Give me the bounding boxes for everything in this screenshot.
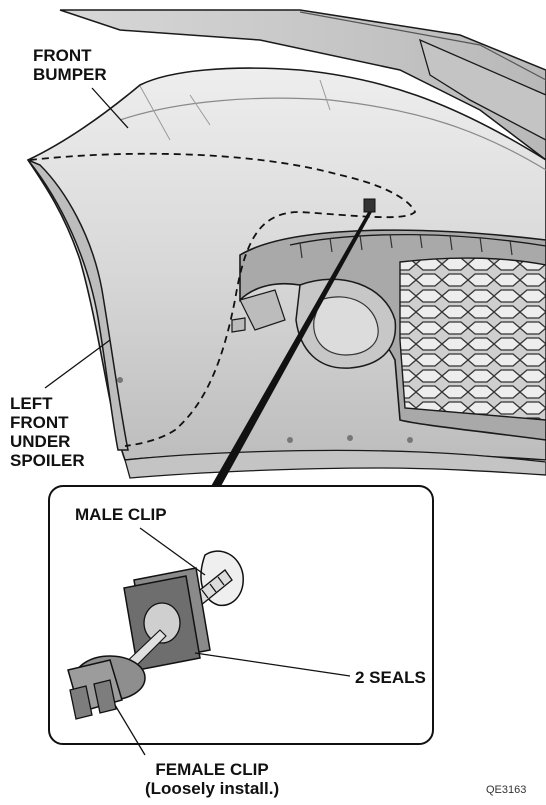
grille-frame-top xyxy=(289,233,546,247)
bumper-crease xyxy=(119,97,546,171)
figure-code: QE3163 xyxy=(486,784,527,796)
grille-side-bracket xyxy=(231,289,286,333)
under-spoiler-label-line-1: LEFT xyxy=(10,394,53,413)
honeycomb-grille xyxy=(399,257,546,421)
under-spoiler-label: LEFT FRONT UNDER SPOILER xyxy=(10,394,85,470)
bumper-top-edge xyxy=(139,79,331,141)
lip-fastener-3 xyxy=(407,437,413,443)
seals-label: 2 SEALS xyxy=(355,668,426,687)
front-bumper-label: FRONT BUMPER xyxy=(33,46,107,84)
grille-frame-teeth xyxy=(299,233,513,259)
under-spoiler-label-line-3: UNDER xyxy=(10,432,71,451)
hood-edge xyxy=(299,11,546,81)
under-spoiler-dashed-outline xyxy=(29,152,417,447)
female-clip-prongs xyxy=(69,679,117,720)
seals-leader xyxy=(194,652,351,677)
left-front-under-spoiler xyxy=(27,159,129,451)
fog-lamp-inner xyxy=(313,296,379,356)
under-spoiler-label-line-2: FRONT xyxy=(10,413,69,432)
under-spoiler-label-line-4: SPOILER xyxy=(10,451,85,470)
seal-hole xyxy=(143,602,181,644)
under-spoiler-leader xyxy=(44,339,111,389)
front-bumper-label-line-1: FRONT xyxy=(33,46,92,65)
male-clip-label: MALE CLIP xyxy=(75,505,167,524)
female-clip-label-line-1: FEMALE CLIP xyxy=(155,760,269,779)
grille-upper xyxy=(418,38,546,141)
lip-fastener-4 xyxy=(117,377,123,383)
lip-fastener-2 xyxy=(347,435,353,441)
female-clip-label-line-2: (Loosely install.) xyxy=(145,779,280,798)
male-clip-leader xyxy=(139,527,206,576)
callout-line xyxy=(210,212,372,488)
female-clip-label: FEMALE CLIP (Loosely install.) xyxy=(145,760,279,798)
front-bumper-label-line-2: BUMPER xyxy=(33,65,107,84)
lip-fastener-1 xyxy=(287,437,293,443)
clip-location-marker xyxy=(363,198,376,213)
front-bumper-leader xyxy=(91,87,129,129)
female-clip-leader xyxy=(114,704,146,756)
